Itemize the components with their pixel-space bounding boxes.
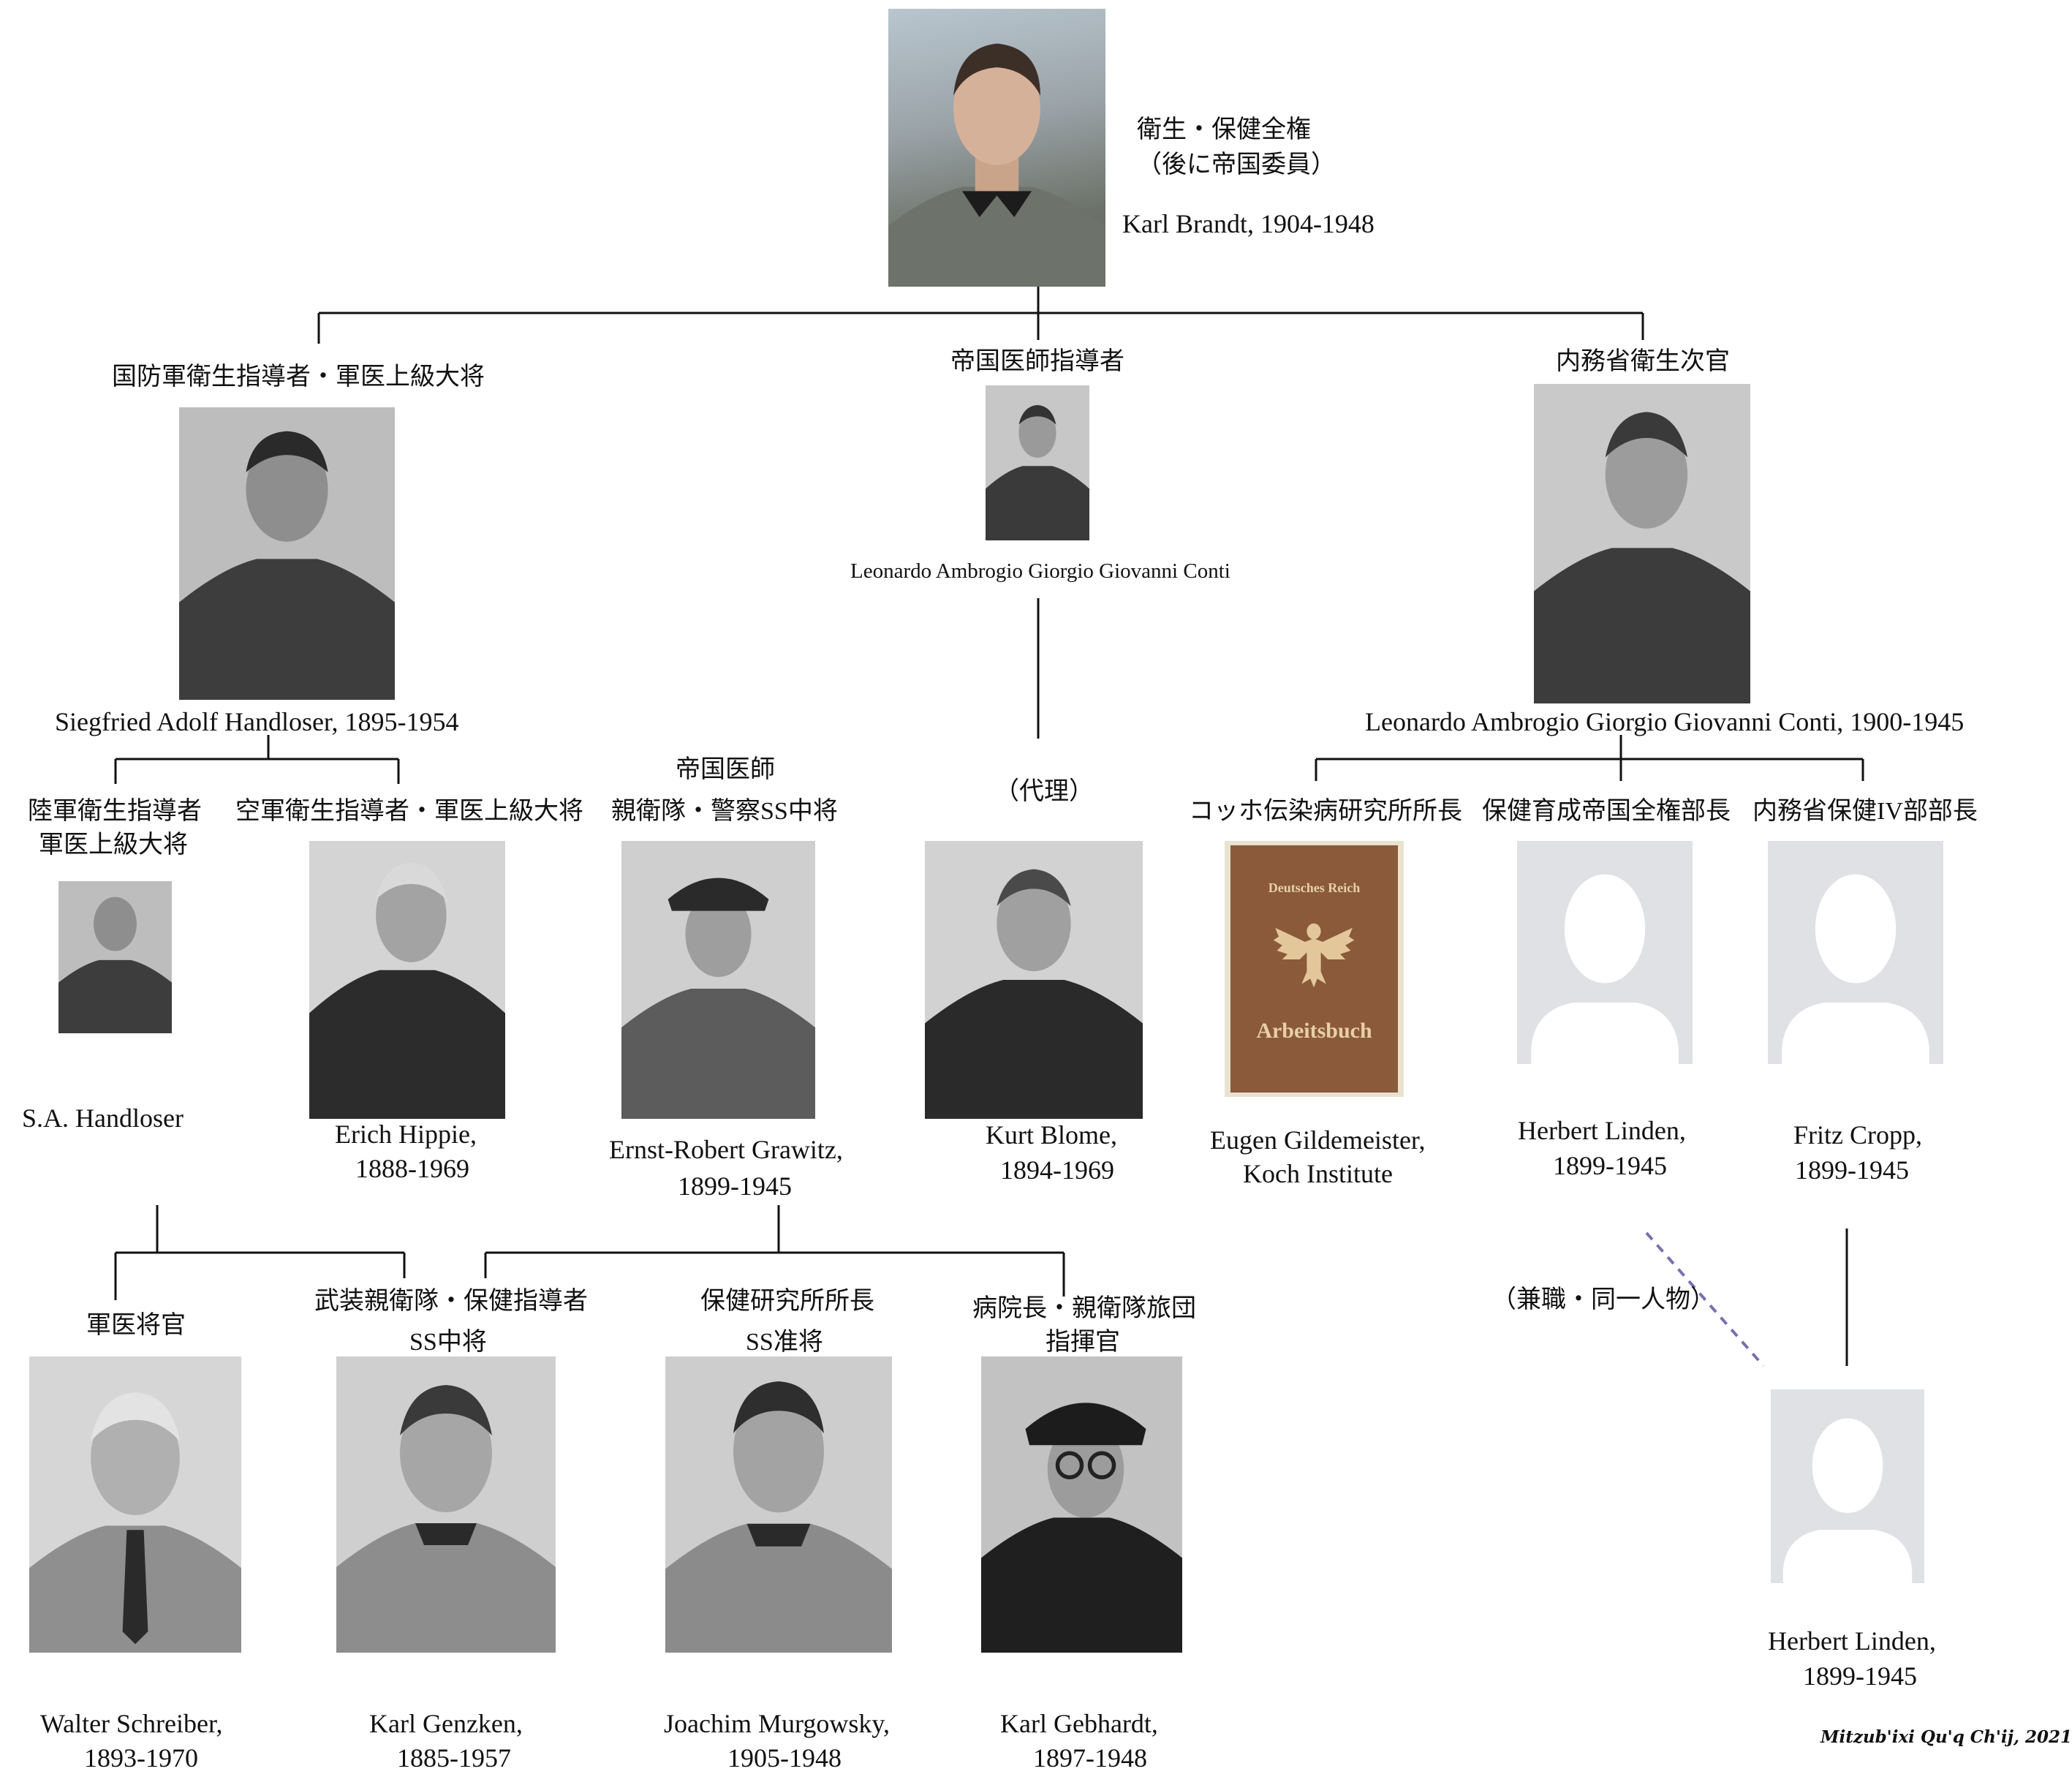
portrait-silhouette — [309, 841, 505, 1119]
blome-name-line1: Kurt Blome, — [986, 1120, 1117, 1150]
genzken-title-line1: 武装親衛隊・保健指導者 — [314, 1288, 588, 1315]
book-top-text: Deutsches Reich — [1268, 880, 1361, 895]
linden1-title: 保健育成帝国全権部長 — [1482, 798, 1731, 825]
grawitz-name-line2: 1899-1945 — [678, 1171, 792, 1201]
portrait-silhouette — [986, 385, 1089, 540]
portrait-silhouette — [925, 841, 1143, 1119]
schreiber-name-line2: 1893-1970 — [84, 1743, 198, 1773]
blome-name-line2: 1894-1969 — [1000, 1155, 1114, 1185]
mrugowsky-name-line1: Joachim Murgowsky, — [664, 1709, 890, 1738]
gildemeister-title: コッホ伝染病研究所所長 — [1189, 798, 1462, 825]
photo-sa-handloser — [58, 881, 172, 1033]
sa-handloser-title-line1: 陸軍衛生指導者 — [28, 798, 202, 825]
hippie-name-line1: Erich Hippie, — [335, 1120, 477, 1149]
gildemeister-name-line2: Koch Institute — [1243, 1159, 1393, 1188]
sa-handloser-title-line2: 軍医上級大将 — [39, 831, 188, 858]
portrait-silhouette — [29, 1356, 241, 1653]
portrait-silhouette — [665, 1356, 892, 1653]
portrait-silhouette — [179, 407, 395, 700]
photo-placeholder-linden2 — [1771, 1389, 1924, 1583]
portrait-silhouette — [58, 881, 172, 1033]
brandt-title-line1: 衛生・保健全権 — [1137, 116, 1311, 143]
linden1-name-line2: 1899-1945 — [1553, 1151, 1667, 1180]
conti-leader-name: Leonardo Ambrogio Giorgio Giovanni Conti — [850, 559, 1230, 583]
portrait-silhouette — [981, 1356, 1182, 1653]
photo-hippie — [309, 841, 505, 1119]
photo-conti-small — [986, 385, 1089, 540]
hippie-name-line2: 1888-1969 — [355, 1154, 469, 1183]
schreiber-title: 軍医将官 — [86, 1312, 186, 1339]
grawitz-title-line2: 親衛隊・警察SS中将 — [611, 798, 838, 825]
mrugowsky-title-line1: 保健研究所所長 — [700, 1288, 874, 1315]
genzken-name-line1: Karl Genzken, — [369, 1709, 523, 1738]
cropp-title: 内務省保健IV部部長 — [1752, 798, 1978, 825]
photo-grawitz — [621, 841, 815, 1119]
connector-dashed-same-person — [1645, 1231, 1765, 1367]
photo-karl-brandt — [888, 9, 1105, 287]
photo-schreiber — [29, 1356, 241, 1653]
conti-interior-name: Leonardo Ambrogio Giorgio Giovanni Conti… — [1365, 707, 1965, 736]
linden2-name-line1: Herbert Linden, — [1768, 1626, 1936, 1656]
schreiber-name-line1: Walter Schreiber, — [40, 1709, 223, 1738]
photo-handloser — [179, 407, 395, 700]
gebhardt-name-line1: Karl Gebhardt, — [1000, 1709, 1158, 1738]
portrait-silhouette — [336, 1356, 556, 1653]
cropp-name-line1: Fritz Cropp, — [1793, 1120, 1922, 1150]
gebhardt-title-line1: 病院長・親衛隊旅団 — [972, 1295, 1196, 1322]
photo-blome — [925, 841, 1143, 1119]
author-signature: Mitzub'ixi Qu'q Ch'ij, 2021 — [1820, 1727, 2072, 1747]
genzken-name-line2: 1885-1957 — [397, 1743, 511, 1773]
book-bottom-text: Arbeitsbuch — [1256, 1019, 1372, 1043]
portrait-silhouette — [888, 43, 1105, 287]
handloser-title: 国防軍衛生指導者・軍医上級大将 — [112, 363, 485, 390]
grawitz-name-line1: Ernst-Robert Grawitz, — [609, 1135, 843, 1164]
conti-interior-title: 内務省衛生次官 — [1556, 348, 1730, 375]
handloser-name: Siegfried Adolf Handloser, 1895-1954 — [55, 707, 459, 736]
brandt-name: Karl Brandt, 1904-1948 — [1122, 209, 1375, 238]
photo-placeholder-linden1 — [1517, 841, 1693, 1064]
gildemeister-name-line1: Eugen Gildemeister, — [1210, 1125, 1426, 1155]
gebhardt-name-line2: 1897-1948 — [1033, 1743, 1147, 1773]
photo-mrugowsky — [665, 1356, 892, 1653]
blome-title: （代理） — [994, 778, 1094, 805]
mrugowsky-name-line2: 1905-1948 — [727, 1743, 842, 1773]
person-placeholder-icon — [1531, 874, 1679, 1064]
brandt-title-line2: （後に帝国委員） — [1137, 151, 1336, 178]
same-person-annotation: （兼職・同一人物） — [1491, 1286, 1715, 1313]
grawitz-title-line1: 帝国医師 — [676, 756, 775, 783]
eagle-icon — [1273, 923, 1355, 988]
hippie-title: 空軍衛生指導者・軍医上級大将 — [235, 798, 583, 825]
person-placeholder-icon — [1782, 874, 1929, 1064]
person-placeholder-icon — [1782, 1418, 1913, 1583]
photo-gebhardt — [981, 1356, 1182, 1653]
mrugowsky-title-line2: SS准将 — [746, 1329, 823, 1356]
gebhardt-title-line2: 指揮官 — [1046, 1329, 1120, 1356]
linden1-name-line1: Herbert Linden, — [1518, 1116, 1686, 1145]
linden2-name-line2: 1899-1945 — [1803, 1661, 1917, 1691]
cropp-name-line2: 1899-1945 — [1795, 1155, 1909, 1185]
conti-leader-title: 帝国医師指導者 — [950, 348, 1124, 375]
arbeitsbuch-image: Deutsches Reich Arbeitsbuch — [1225, 841, 1404, 1097]
photo-placeholder-cropp — [1768, 841, 1943, 1064]
genzken-title-line2: SS中将 — [409, 1329, 487, 1356]
photo-genzken — [336, 1356, 556, 1653]
photo-conti-large — [1534, 384, 1750, 703]
sa-handloser-name: S.A. Handloser — [22, 1103, 184, 1133]
portrait-silhouette — [1534, 384, 1750, 703]
portrait-silhouette — [621, 841, 815, 1119]
